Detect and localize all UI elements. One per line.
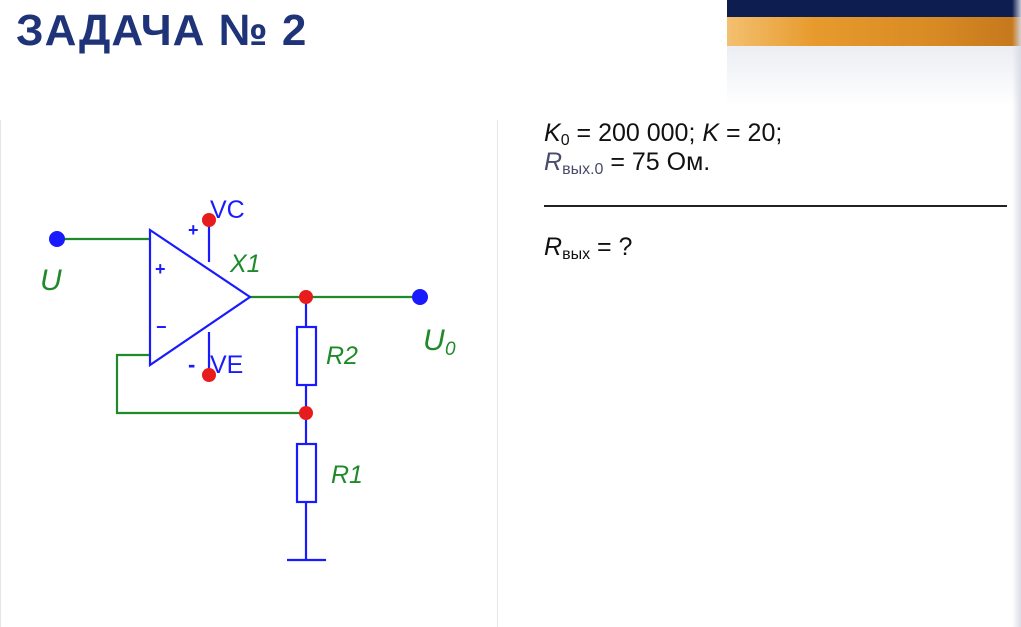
given-find-separator: [544, 205, 1007, 207]
wire-feedback: [115, 353, 306, 415]
k-value: = 20;: [719, 119, 783, 147]
wires: [57, 237, 420, 415]
left-panel-edge: [0, 120, 1, 627]
given-gain-line: K0 = 200 000; K = 20;: [544, 119, 782, 150]
r1-label: R1: [331, 461, 363, 489]
r1-resistor: [295, 442, 318, 504]
rout0-subscript: вых.0: [562, 161, 604, 178]
k0-value: = 200 000;: [569, 119, 703, 147]
opamp-triangle: [148, 227, 252, 368]
output-label: U: [423, 324, 445, 357]
ve-node: [202, 368, 216, 382]
input-terminal: [49, 231, 65, 247]
given-resistance-line: Rвых.0 = 75 Ом.: [544, 148, 710, 179]
ve-minus-sign: -: [188, 352, 195, 377]
vc-label: VC: [210, 196, 245, 224]
banner-navy-stripe: [727, 0, 1021, 17]
output-node: [299, 290, 313, 304]
k0-symbol: K: [544, 119, 561, 147]
k0-subscript: 0: [560, 132, 570, 149]
panel-divider: [497, 120, 498, 627]
output-terminal: [412, 289, 428, 305]
r2-label: R2: [326, 342, 358, 370]
r2-resistor: [295, 325, 318, 387]
rout-value: = ?: [590, 233, 633, 261]
vc-node: [202, 213, 216, 227]
feedback-node: [299, 406, 313, 420]
input-label: U: [40, 264, 62, 297]
opamp-label: X1: [229, 250, 261, 278]
banner-shadow: [727, 46, 1021, 106]
find-line: Rвых = ?: [544, 233, 632, 264]
rout0-value: = 75 Ом.: [603, 148, 711, 176]
banner-gold-stripe: [727, 17, 1021, 46]
vc-plus-sign: +: [188, 220, 199, 240]
ve-label: VE: [210, 351, 243, 379]
rout-symbol: R: [544, 233, 563, 261]
minus-input-sign: −: [156, 317, 167, 337]
k-symbol: K: [702, 119, 720, 147]
rout-subscript: вых: [562, 246, 591, 263]
plus-input-sign: +: [155, 259, 166, 279]
circuit-diagram: + − + - VC VE X1 U U 0 R2 R1: [40, 196, 456, 562]
header-banner: [727, 0, 1021, 46]
output-label-subscript: 0: [445, 339, 456, 360]
rout0-symbol: R: [544, 148, 563, 176]
slide-title: ЗАДАЧА № 2: [16, 6, 308, 55]
right-edge-shadow: [1012, 0, 1021, 627]
